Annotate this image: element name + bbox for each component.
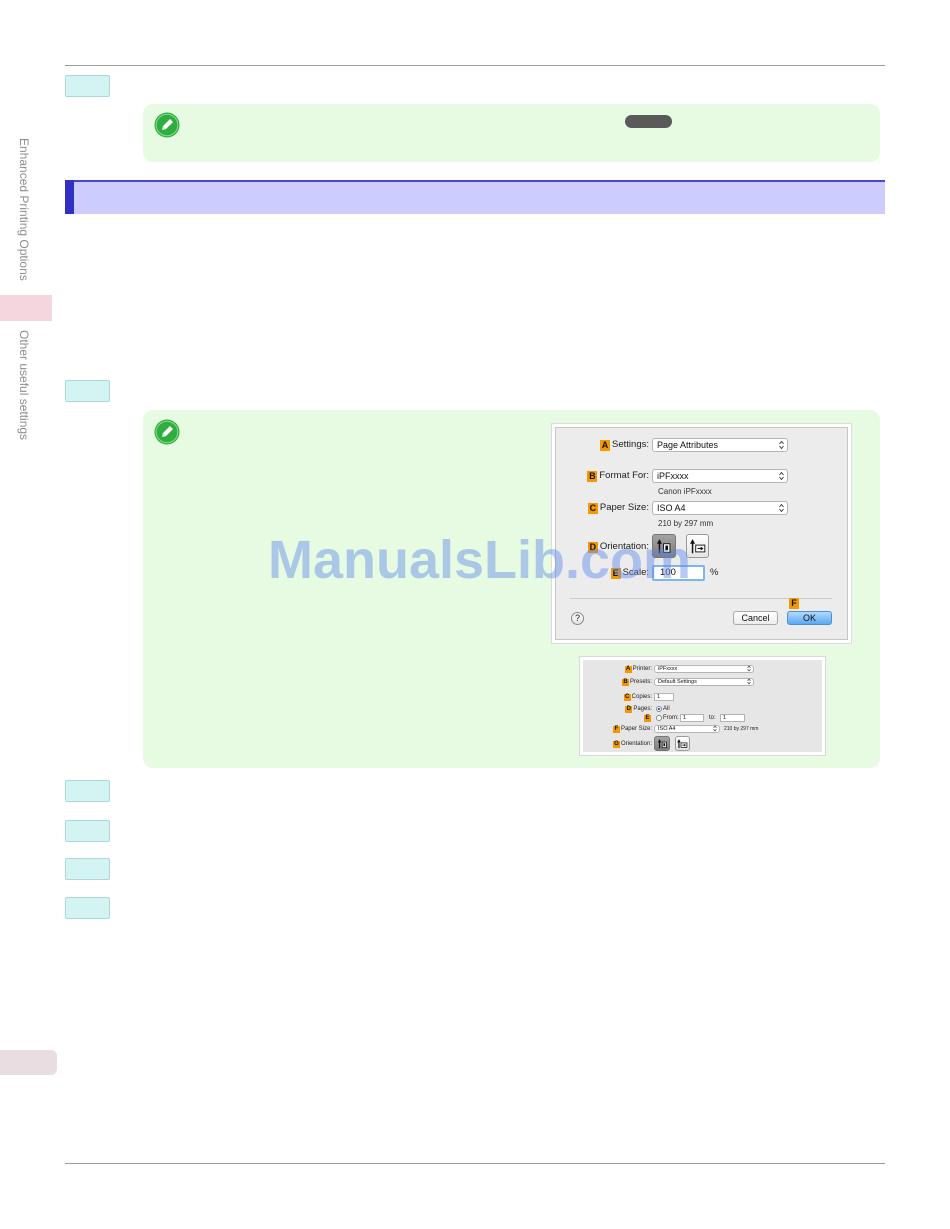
format-for-label: Format For: (599, 470, 649, 481)
format-for-value: iPFxxxx (657, 471, 689, 481)
pages-all-radio[interactable] (656, 706, 662, 712)
paper-size-popup[interactable]: ISO A4 (652, 501, 788, 515)
orientation-portrait-button[interactable] (654, 736, 670, 751)
printer-popup[interactable]: iPFxxxx (654, 665, 754, 673)
step-marker (65, 820, 110, 842)
side-tab-chapter[interactable]: Enhanced Printing Options (17, 138, 31, 281)
updown-arrows-icon (779, 503, 784, 513)
scale-label: Scale: (622, 567, 649, 578)
footer-rule (65, 1163, 885, 1164)
settings-popup[interactable]: Page Attributes (652, 438, 788, 452)
landscape-icon (677, 739, 688, 749)
presets-popup[interactable]: Default Settings (654, 678, 754, 686)
settings-label: Settings: (612, 439, 649, 450)
callout-badge-e: E (610, 568, 621, 579)
pages-range-radio[interactable] (656, 715, 662, 721)
note-pencil-icon (154, 419, 180, 445)
callout-badge-a: A (600, 440, 611, 451)
from-page-input[interactable]: 1 (680, 714, 704, 722)
copies-input[interactable]: 1 (654, 693, 674, 701)
note-box (143, 104, 880, 162)
updown-arrows-icon (779, 471, 784, 481)
callout-badge-e: E (644, 715, 651, 722)
callout-badge-b: B (587, 471, 598, 482)
from-label: From: (663, 715, 679, 721)
step-marker (65, 75, 110, 97)
step-marker (65, 858, 110, 880)
callout-badge-f: F (789, 598, 799, 609)
updown-arrows-icon (713, 725, 717, 732)
landscape-icon (689, 539, 705, 554)
pages-all-label: All (663, 706, 670, 712)
paper-size-value: ISO A4 (657, 503, 686, 513)
to-page-input[interactable]: 1 (720, 714, 745, 722)
callout-badge-b: B (621, 679, 629, 686)
presets-value: Default Settings (658, 679, 697, 685)
orientation-label: Orientation: (599, 541, 649, 552)
callout-badge-a: A (624, 666, 632, 673)
to-label: to: (709, 715, 716, 721)
orientation-portrait-button[interactable] (652, 534, 676, 558)
page-range-label-row: E (580, 714, 652, 722)
paper-size-value: ISO A4 (658, 726, 676, 732)
header-rule (65, 65, 885, 66)
side-tab-section[interactable]: Other useful settings (17, 330, 31, 441)
step-marker (65, 897, 110, 919)
callout-badge-c: C (623, 694, 631, 701)
note-pencil-icon (154, 112, 180, 138)
orientation-label: Orientation: (620, 741, 652, 747)
format-for-popup[interactable]: iPFxxxx (652, 469, 788, 483)
paper-size-popup[interactable]: ISO A4 (654, 725, 720, 733)
paper-size-label: Paper Size: (599, 502, 649, 513)
callout-badge-d: D (625, 706, 633, 713)
side-tab-current-marker (0, 295, 52, 321)
scale-unit: % (710, 567, 719, 578)
portrait-icon (656, 539, 671, 554)
section-header-accent (65, 180, 74, 214)
page-number-tab (0, 1050, 57, 1075)
paper-dimensions-detail: 210 by 297 mm (658, 519, 714, 528)
orientation-landscape-button[interactable] (686, 534, 709, 558)
printer-label: Printer: (632, 666, 652, 672)
copies-label: Copies: (631, 694, 652, 700)
step-marker (65, 780, 110, 802)
presets-label: Presets: (629, 679, 652, 685)
printer-model-detail: Canon iPFxxxx (658, 487, 712, 496)
callout-badge-d: D (587, 542, 598, 553)
paper-dimensions-detail: 210 by 297 mm (724, 726, 759, 732)
cancel-button[interactable]: Cancel (733, 611, 778, 625)
printer-value: iPFxxxx (658, 666, 678, 672)
settings-value: Page Attributes (657, 440, 719, 450)
portrait-icon (657, 739, 667, 749)
paper-size-label: Paper Size: (620, 726, 652, 732)
section-header (65, 180, 885, 214)
callout-badge-g: G (612, 741, 620, 748)
ok-button[interactable]: OK (787, 611, 832, 625)
callout-badge-f: F (612, 726, 620, 733)
scale-input[interactable]: 100 (652, 565, 705, 581)
callout-badge-c: C (587, 503, 598, 514)
updown-arrows-icon (747, 665, 751, 672)
updown-arrows-icon (779, 440, 784, 450)
step-marker (65, 380, 110, 402)
updown-arrows-icon (747, 678, 751, 685)
pages-label: Pages: (633, 706, 652, 712)
orientation-landscape-button[interactable] (675, 736, 690, 751)
help-button[interactable]: ? (571, 612, 584, 625)
dialog-separator (570, 598, 832, 599)
inline-reference-button[interactable] (625, 115, 672, 128)
